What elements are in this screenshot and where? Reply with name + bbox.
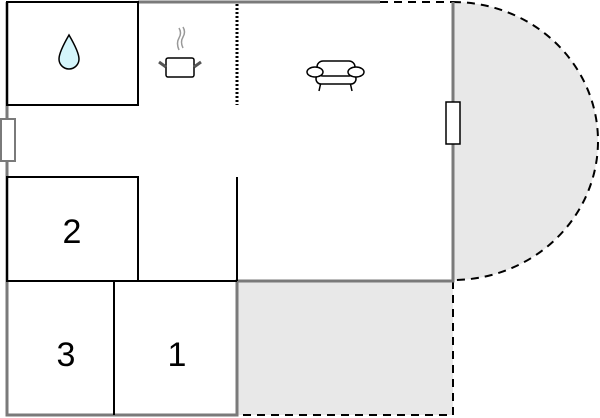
terrace-rectangle-outline: [228, 281, 454, 416]
room-label-3: 3: [57, 336, 76, 374]
room-label-2: 2: [63, 213, 82, 251]
room-label-1: 1: [168, 336, 187, 374]
window-right: [445, 101, 461, 145]
cooking-pot-icon: [158, 26, 202, 78]
exterior-wall: [5, 0, 455, 417]
window-left: [0, 118, 16, 162]
sofa-icon: [306, 60, 365, 92]
water-drop-icon: [58, 33, 80, 70]
terrace-rectangle: [237, 281, 453, 415]
room-bathroom: [6, 1, 139, 106]
terrace-semicircle: [453, 2, 598, 280]
